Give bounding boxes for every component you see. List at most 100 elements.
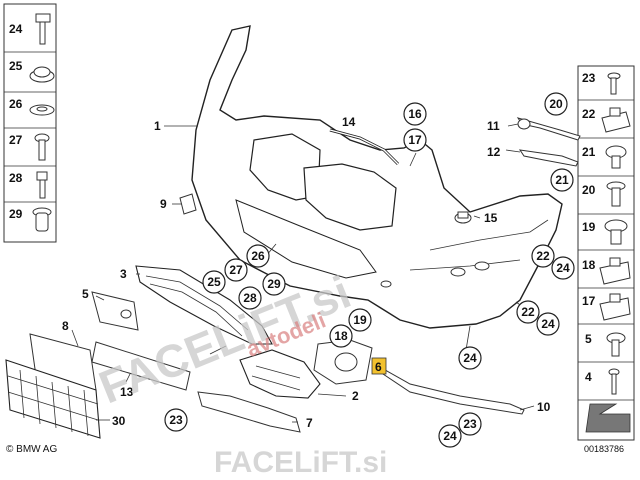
callout-circle-24 <box>551 256 575 280</box>
spring-nut-icon <box>605 145 627 169</box>
callout-circle-18 <box>329 324 353 348</box>
left-label-28: 28 <box>9 171 23 185</box>
callout-label-25: 25 <box>207 275 221 289</box>
label-2: 2 <box>352 389 359 403</box>
bolt-icon <box>36 171 48 199</box>
callout-label-29: 29 <box>267 277 281 291</box>
license-bracket-30 <box>5 359 101 439</box>
label-1: 1 <box>154 119 161 133</box>
callout-label-22: 22 <box>536 249 550 263</box>
callout-circle-26 <box>246 244 270 268</box>
callout-label-26: 26 <box>251 249 265 263</box>
label-3: 3 <box>120 267 127 281</box>
right-label-22: 22 <box>582 107 596 121</box>
callout-label-23: 23 <box>169 413 183 427</box>
reinforcement-13 <box>91 341 191 391</box>
cover-5 <box>91 291 139 331</box>
label-13: 13 <box>120 385 134 399</box>
callout-label-21: 21 <box>555 173 569 187</box>
callout-circle-19 <box>348 308 372 332</box>
callout-label-24: 24 <box>443 429 457 443</box>
left-label-27: 27 <box>9 133 23 147</box>
callout-label-17: 17 <box>408 133 422 147</box>
callout-label-24: 24 <box>463 351 477 365</box>
callout-label-24: 24 <box>541 317 555 331</box>
clip-icon <box>599 257 631 285</box>
arrow-icon <box>585 403 631 433</box>
bracket-12 <box>518 149 579 167</box>
clip-nut-icon <box>32 207 52 232</box>
callout-label-19: 19 <box>353 313 367 327</box>
label-11: 11 <box>487 119 500 133</box>
callout-circle-23 <box>164 408 188 432</box>
nut-clip-icon <box>599 293 631 321</box>
pin-icon <box>608 368 620 395</box>
left-label-24: 24 <box>9 22 23 36</box>
label-9: 9 <box>160 197 167 211</box>
screw-clip-icon <box>35 13 51 45</box>
copyright-text: © BMW AG <box>6 444 57 455</box>
callout-circle-25 <box>202 270 226 294</box>
label-8: 8 <box>62 319 69 333</box>
label-6[interactable]: 6 <box>375 360 382 374</box>
plastic-nut-icon <box>604 219 628 245</box>
callout-label-24: 24 <box>556 261 570 275</box>
label-10: 10 <box>537 400 551 414</box>
screw-icon <box>34 133 50 161</box>
speed-nut-icon <box>601 107 631 133</box>
callout-label-18: 18 <box>334 329 348 343</box>
bracket-9 <box>179 193 197 215</box>
callout-circle-29 <box>262 272 286 296</box>
bumper-cover <box>191 25 563 329</box>
callout-circle-22 <box>531 244 555 268</box>
right-label-5: 5 <box>585 332 592 346</box>
bolt-head-icon <box>606 332 626 357</box>
callout-circle-20 <box>544 92 568 116</box>
callout-label-27: 27 <box>229 263 243 277</box>
left-label-25: 25 <box>9 59 23 73</box>
right-label-18: 18 <box>582 258 596 272</box>
callout-circle-24 <box>458 346 482 370</box>
label-7: 7 <box>306 416 313 430</box>
nut-15 <box>454 211 472 224</box>
callout-label-22: 22 <box>521 305 535 319</box>
right-label-20: 20 <box>582 183 596 197</box>
callout-circle-27 <box>224 258 248 282</box>
callout-circle-28 <box>238 286 262 310</box>
screw-small-icon <box>607 72 621 95</box>
callout-circle-24 <box>438 424 462 448</box>
right-label-21: 21 <box>582 145 596 159</box>
washer-icon <box>29 104 55 116</box>
right-label-4: 4 <box>585 370 592 384</box>
bracket-7 <box>197 391 301 433</box>
label-12: 12 <box>487 145 501 159</box>
left-label-29: 29 <box>9 207 23 221</box>
callout-label-23: 23 <box>463 417 477 431</box>
callout-circle-23 <box>458 412 482 436</box>
label-14: 14 <box>342 115 356 129</box>
right-label-17: 17 <box>582 294 596 308</box>
label-5-main: 5 <box>82 287 89 301</box>
right-label-23: 23 <box>582 71 596 85</box>
left-label-26: 26 <box>9 97 23 111</box>
callout-circle-16 <box>403 102 427 126</box>
watermark-bottom: FACELiFT.si <box>214 446 387 479</box>
diagram-id: 00183786 <box>584 444 624 454</box>
callout-label-16: 16 <box>408 107 422 121</box>
label-30: 30 <box>112 414 126 428</box>
callout-circle-22 <box>516 300 540 324</box>
right-label-19: 19 <box>582 220 596 234</box>
callout-circle-21 <box>550 168 574 192</box>
callout-circle-24 <box>536 312 560 336</box>
callout-label-20: 20 <box>549 97 563 111</box>
label-15: 15 <box>484 211 498 225</box>
highlight-box-6[interactable] <box>371 357 387 375</box>
callout-circle-17 <box>403 128 427 152</box>
callout-label-28: 28 <box>243 291 257 305</box>
watermark-diagonal: FACELiFT.si <box>92 266 358 414</box>
fog-grille-2 <box>239 349 321 399</box>
strip-10 <box>377 364 525 415</box>
